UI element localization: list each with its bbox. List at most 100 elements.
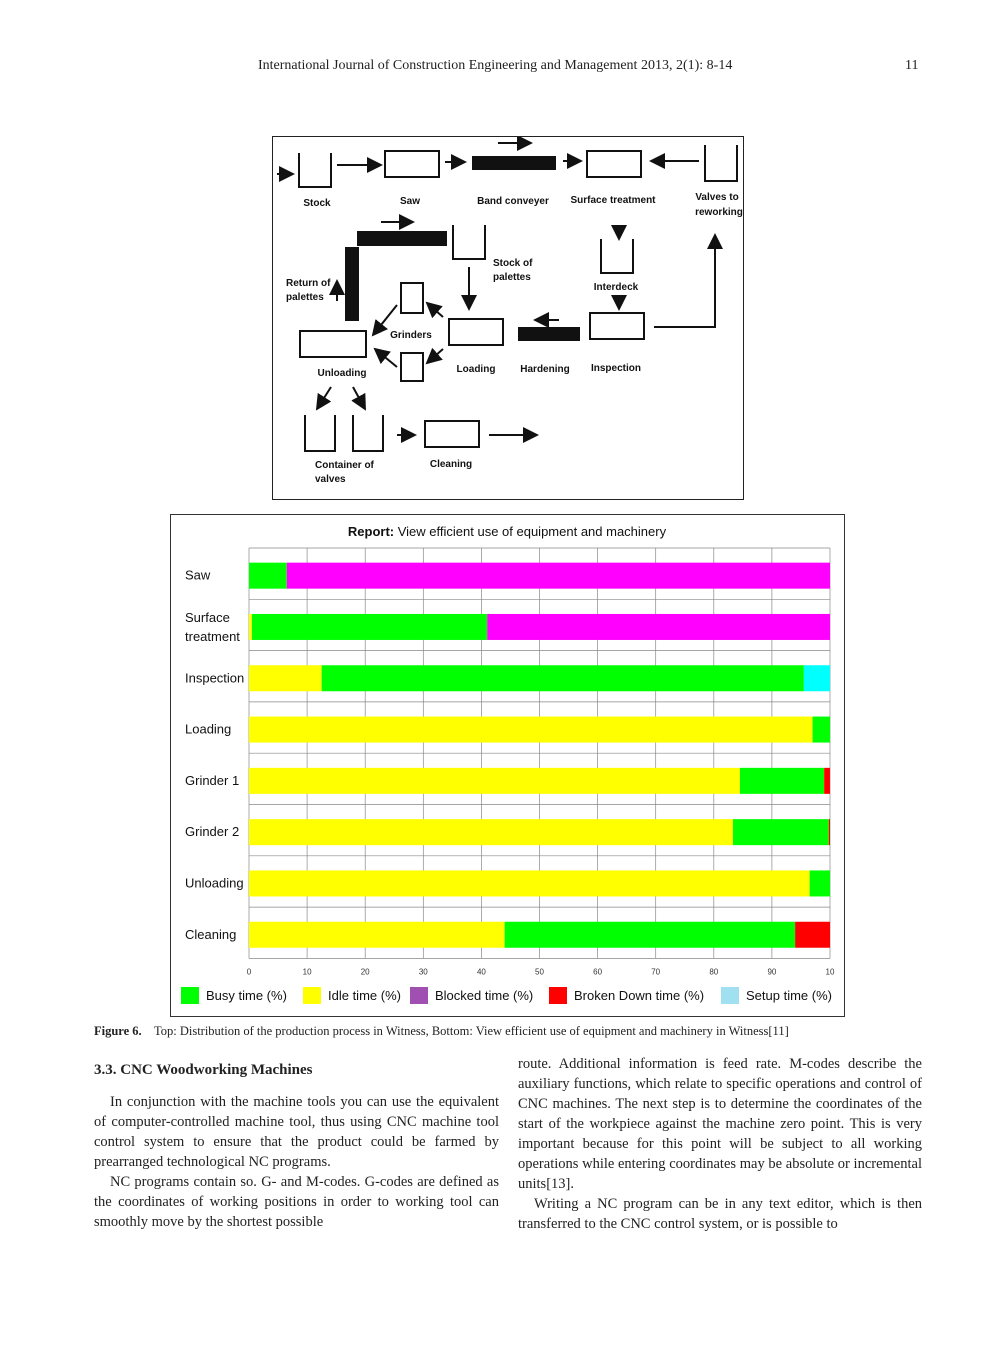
label-inspection: Inspection — [591, 363, 641, 374]
label-saw: Saw — [400, 196, 420, 207]
bar-segment — [321, 665, 804, 692]
saw-box — [384, 150, 440, 178]
right-paragraph-2: Writing a NC program can be in any text … — [518, 1196, 922, 1232]
x-tick-label: 20 — [361, 967, 370, 976]
chart-title-rest: View efficient use of equipment and mach… — [394, 524, 666, 539]
cleaning-box — [424, 420, 480, 448]
legend-label: Setup time (%) — [746, 988, 832, 1003]
band-conveyer-bar — [472, 156, 556, 170]
legend-label: Blocked time (%) — [435, 988, 533, 1003]
label-unloading: Unloading — [318, 368, 367, 379]
category-label: Unloading — [185, 875, 244, 890]
bar-segment — [809, 870, 830, 897]
x-tick-label: 10 — [826, 967, 835, 976]
legend-label: Busy time (%) — [206, 988, 287, 1003]
legend-swatch — [721, 987, 739, 1004]
equipment-usage-chart: Report: View efficient use of equipment … — [170, 514, 845, 1017]
label-return-of: Return of — [286, 278, 331, 289]
x-tick-label: 80 — [709, 967, 718, 976]
right-column: route. Additional information is feed ra… — [518, 1054, 922, 1234]
grinder-2-box — [400, 352, 424, 382]
unloading-box — [299, 330, 367, 358]
label-container-of: Container of — [315, 460, 375, 471]
figure-caption-text: Top: Distribution of the production proc… — [153, 1024, 789, 1038]
label-loading: Loading — [457, 364, 496, 375]
bar-segment — [487, 613, 830, 640]
x-tick-label: 0 — [247, 967, 252, 976]
chart-title-bold: Report: — [348, 524, 394, 539]
label-stock-of: Stock of — [493, 258, 533, 269]
x-tick-label: 70 — [651, 967, 660, 976]
stock-bin-shape — [298, 153, 332, 188]
bar-segment — [504, 921, 796, 948]
bar-segment — [812, 716, 830, 743]
right-paragraph-1: route. Additional information is feed ra… — [518, 1056, 922, 1192]
x-tick-label: 30 — [419, 967, 428, 976]
label-band-conveyer: Band conveyer — [477, 196, 549, 207]
bar-segment — [795, 921, 830, 948]
interdeck-bin-shape — [600, 239, 634, 274]
category-label: Saw — [185, 568, 211, 583]
bar-segment — [249, 819, 733, 846]
figure-label: Figure 6. — [94, 1024, 142, 1038]
chart-grid — [248, 547, 831, 959]
bar-segment — [249, 921, 505, 948]
label-hardening: Hardening — [520, 364, 569, 375]
figure-caption: Figure 6. Top: Distribution of the produ… — [94, 1024, 904, 1039]
stock-of-palettes-bin-shape — [452, 225, 486, 260]
label-valves: valves — [315, 474, 346, 485]
label-palettes: palettes — [493, 272, 531, 283]
chart-title: Report: View efficient use of equipment … — [348, 524, 667, 539]
legend-label: Broken Down time (%) — [574, 988, 704, 1003]
return-conveyer-side-bar — [345, 247, 359, 321]
left-paragraph-1: In conjunction with the machine tools yo… — [94, 1094, 499, 1170]
legend-swatch — [181, 987, 199, 1004]
label-stock: Stock — [303, 198, 331, 209]
bar-segment — [286, 562, 830, 589]
category-label: Cleaning — [185, 927, 236, 942]
bar-segment — [803, 665, 830, 692]
category-label: Grinder 2 — [185, 824, 239, 839]
label-valves-to: Valves to — [695, 192, 738, 203]
bar-segment — [828, 819, 830, 846]
label-interdeck: Interdeck — [594, 282, 639, 293]
x-tick-label: 60 — [593, 967, 602, 976]
bar-segment — [732, 819, 829, 846]
left-column: In conjunction with the machine tools yo… — [94, 1092, 499, 1232]
label-surface-treatment: Surface treatment — [570, 195, 656, 206]
label-grinders: Grinders — [390, 330, 432, 341]
chart-bars — [249, 562, 830, 948]
bar-segment — [249, 562, 287, 589]
x-tick-label: 40 — [477, 967, 486, 976]
surface-treatment-box — [586, 150, 642, 178]
production-flow-diagram: Stock Saw Band conveyer Surface treatmen… — [272, 136, 744, 500]
x-tick-label: 50 — [535, 967, 544, 976]
page-number: 11 — [905, 58, 919, 73]
container-bin-2-shape — [352, 415, 384, 452]
legend-swatch — [410, 987, 428, 1004]
label-cleaning: Cleaning — [430, 459, 472, 470]
category-label: Loading — [185, 722, 231, 737]
bar-segment — [249, 870, 810, 897]
bar-segment — [249, 613, 252, 640]
label-return-palettes: palettes — [286, 292, 324, 303]
valves-to-reworking-bin-shape — [704, 145, 738, 182]
hardening-bar — [518, 327, 580, 341]
chart-legend: Busy time (%) Idle time (%) Blocked time (… — [181, 987, 832, 1004]
label-reworking: reworking — [695, 207, 743, 218]
legend-swatch — [549, 987, 567, 1004]
grinder-1-box — [400, 282, 424, 314]
legend-label: Idle time (%) — [328, 988, 401, 1003]
bar-segment — [249, 716, 813, 743]
bar-segment — [249, 665, 322, 692]
bar-segment — [824, 767, 830, 794]
journal-title: International Journal of Construction En… — [258, 58, 733, 73]
return-conveyer-top-bar — [357, 231, 447, 246]
container-bin-1-shape — [304, 415, 336, 452]
legend-swatch — [303, 987, 321, 1004]
x-tick-label: 10 — [303, 967, 312, 976]
bar-segment — [249, 767, 740, 794]
